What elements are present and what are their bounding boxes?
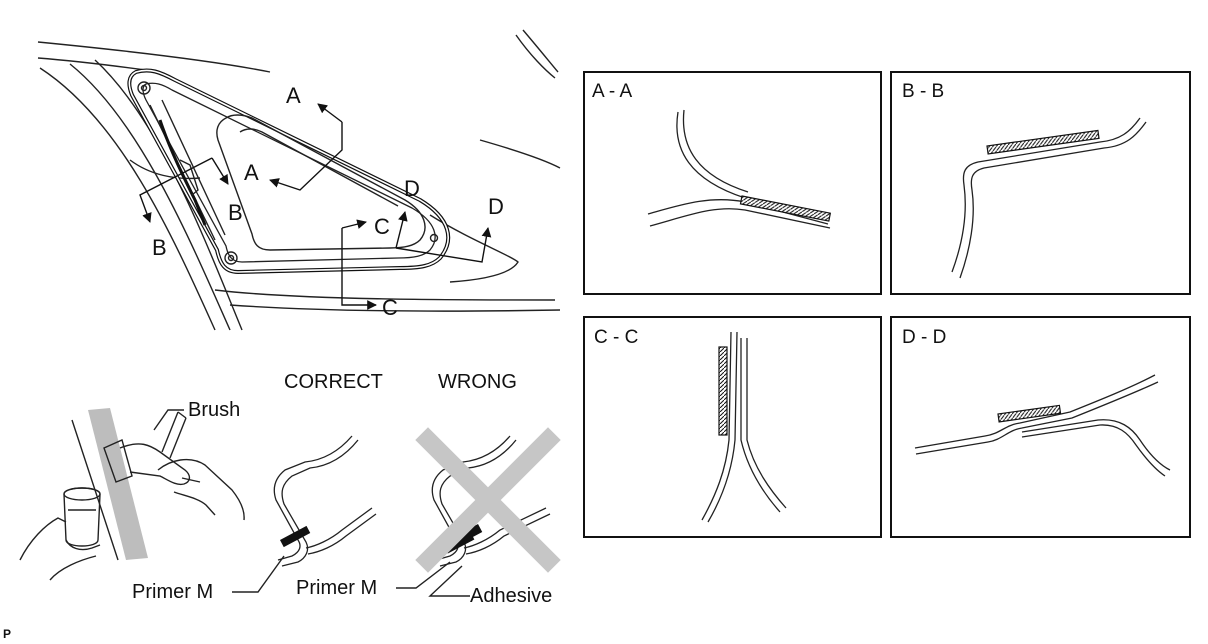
primer-m-label-right: Primer M <box>296 577 377 599</box>
wrong-heading: WRONG <box>438 371 517 393</box>
glass-inner <box>216 114 426 251</box>
corner-mark: P <box>3 627 11 641</box>
callout-b-right: B <box>228 200 243 225</box>
callout-d-upper: D <box>404 176 420 201</box>
adhesive-label: Adhesive <box>470 585 552 607</box>
section-dd-title: D - D <box>902 327 946 348</box>
callout-d-right: D <box>488 194 504 219</box>
section-aa-title: A - A <box>592 81 632 102</box>
quarter-window-view: A A B B C C D D <box>37 29 561 331</box>
brush-illustration: Brush <box>19 399 245 581</box>
section-panel-bb: B - B <box>890 71 1191 295</box>
callout-a-lower: A <box>244 160 259 185</box>
correct-example: CORRECT Primer M <box>132 371 383 603</box>
callout-b-left: B <box>152 235 167 260</box>
brush-label: Brush <box>188 399 240 421</box>
primer-m-label-left: Primer M <box>132 581 213 603</box>
section-panel-dd: D - D <box>890 316 1191 538</box>
wrong-cross <box>415 427 561 573</box>
wrong-example: WRONG Primer M Adhesive <box>296 371 561 607</box>
primer-cup <box>63 487 101 547</box>
correct-heading: CORRECT <box>284 371 383 393</box>
section-panel-cc: C - C <box>583 316 882 538</box>
callout-c-lower: C <box>382 295 398 320</box>
section-cc-title: C - C <box>594 327 638 348</box>
callout-c-upper: C <box>374 214 390 239</box>
section-panel-aa: A - A <box>583 71 882 295</box>
section-bb-title: B - B <box>902 81 944 102</box>
callout-a-upper: A <box>286 83 301 108</box>
